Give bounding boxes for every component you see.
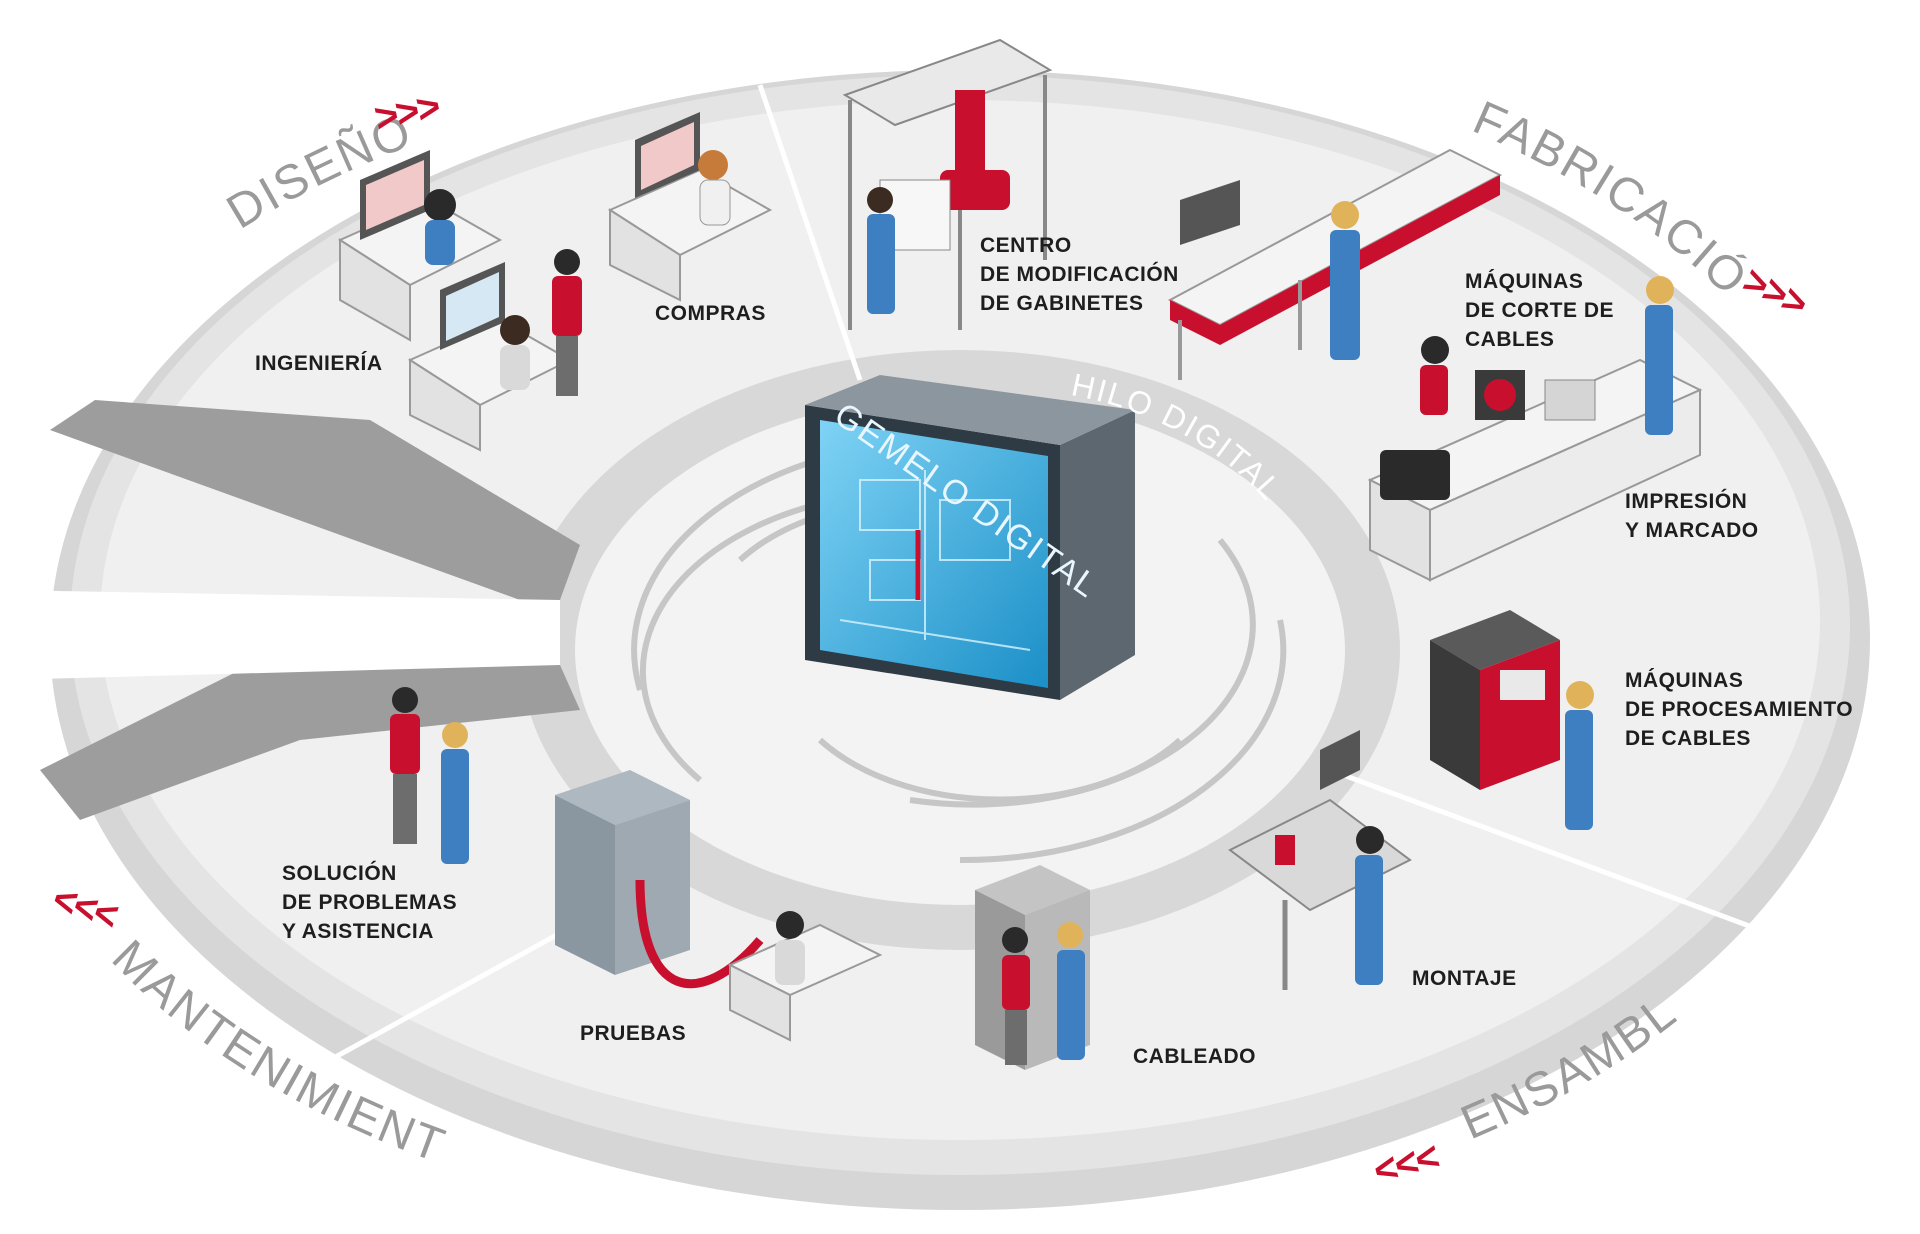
- troubleshooting-pair: [390, 687, 469, 864]
- label-engineering: INGENIERÍA: [255, 352, 383, 375]
- engineering-supervisor: [552, 249, 582, 396]
- assembly-station: [1228, 730, 1412, 990]
- label-testing: PRUEBAS: [580, 1022, 686, 1045]
- testing-station: [555, 770, 883, 1042]
- label-purchasing: COMPRAS: [655, 302, 766, 325]
- cable-processing-machine: [1430, 610, 1594, 830]
- ramp-lower: [40, 660, 580, 820]
- cabinet-modification-center: [842, 38, 1053, 330]
- ramp-upper: [50, 400, 580, 600]
- digital-twin-cabinet: GEMELO DIGITAL: [805, 375, 1135, 700]
- engineering-desks: [337, 150, 582, 452]
- purchasing-desk: [607, 112, 773, 302]
- label-cabinet-center: CENTRO DE MODIFICACIÓN DE GABINETES: [980, 234, 1185, 315]
- phase-design-arrows: >>>: [371, 84, 443, 140]
- station-labels: INGENIERÍA COMPRAS CENTRO DE MODIFICACIÓ…: [255, 234, 1860, 1068]
- label-cable-processing: MÁQUINAS DE PROCESAMIENTO DE CABLES: [1625, 669, 1860, 750]
- label-cable-cutting: MÁQUINAS DE CORTE DE CABLES: [1465, 270, 1620, 351]
- label-assembly: MONTAJE: [1412, 967, 1517, 990]
- twin-screen: [820, 420, 1048, 688]
- label-printing: IMPRESIÓN Y MARCADO: [1625, 489, 1759, 542]
- label-troubleshooting: SOLUCIÓN DE PROBLEMAS Y ASISTENCIA: [282, 861, 464, 943]
- phase-maintenance-arrows: <<<: [47, 877, 122, 939]
- label-wiring: CABLEADO: [1133, 1045, 1256, 1068]
- wiring-cabinet: [975, 865, 1090, 1070]
- printing-marking-station: [1367, 276, 1703, 582]
- ring-gap: [0, 590, 560, 680]
- cable-cutting-line: [1167, 148, 1503, 380]
